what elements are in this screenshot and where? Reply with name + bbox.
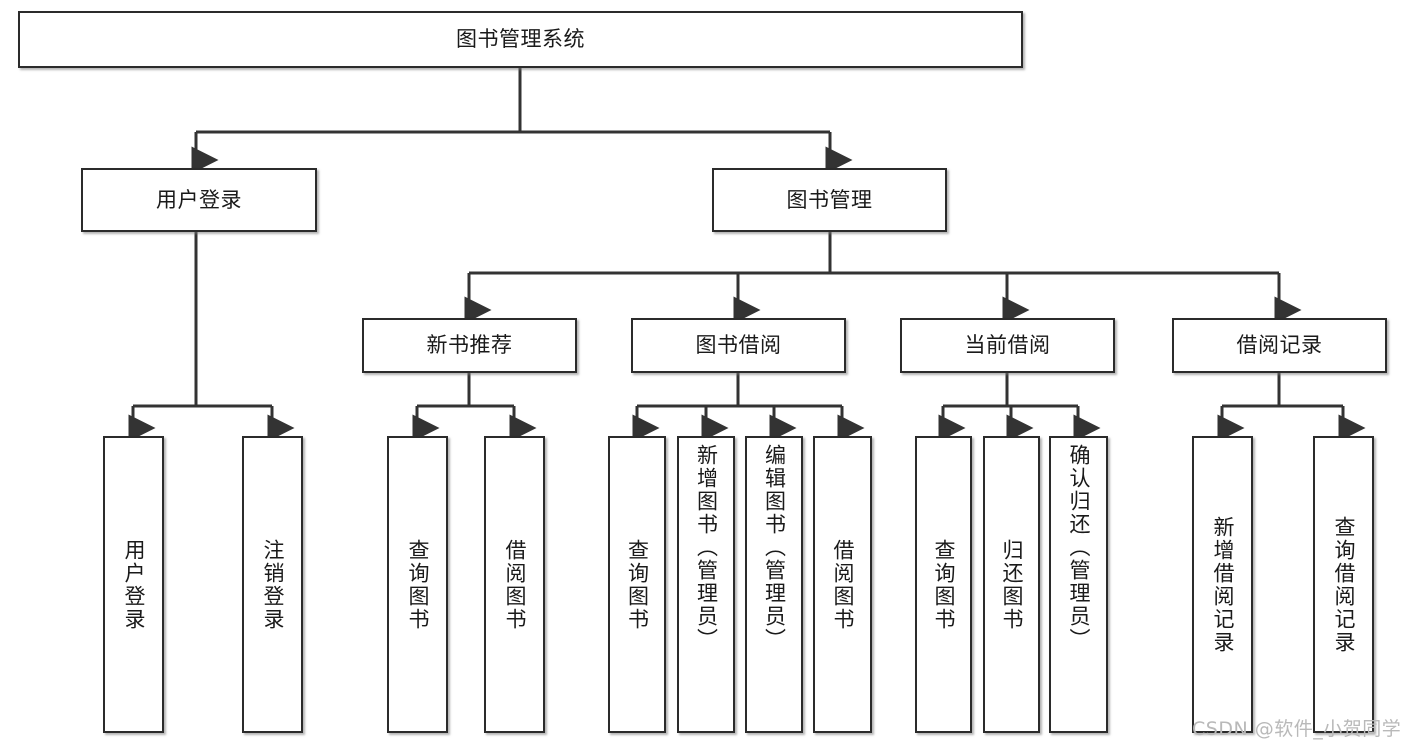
- node-leaf-query-book-borrow[interactable]: 查询图书: [608, 436, 666, 733]
- node-leaf-add-book-admin[interactable]: 新增图书（管理员）: [677, 436, 735, 733]
- node-leaf-query-book-current[interactable]: 查询图书: [915, 436, 972, 733]
- node-borrow-record[interactable]: 借阅记录: [1172, 318, 1387, 373]
- node-root-label: 图书管理系统: [456, 27, 585, 52]
- node-leaf-return-book-label: 归还图书: [999, 538, 1024, 631]
- node-leaf-query-borrow-record[interactable]: 查询借阅记录: [1313, 436, 1374, 733]
- node-leaf-edit-book-admin-label: 编辑图书（管理员）: [762, 444, 787, 651]
- node-current-borrow-label: 当前借阅: [964, 333, 1051, 358]
- node-book-borrow[interactable]: 图书借阅: [631, 318, 846, 373]
- node-leaf-query-borrow-record-label: 查询借阅记录: [1331, 515, 1356, 654]
- node-new-book-recommend[interactable]: 新书推荐: [362, 318, 577, 373]
- node-leaf-user-logout[interactable]: 注销登录: [242, 436, 303, 733]
- node-leaf-user-login[interactable]: 用户登录: [103, 436, 164, 733]
- node-root[interactable]: 图书管理系统: [18, 11, 1023, 68]
- node-leaf-confirm-return-admin[interactable]: 确认归还（管理员）: [1049, 436, 1108, 733]
- node-leaf-borrow-book-recommend-label: 借阅图书: [502, 538, 527, 631]
- node-borrow-record-label: 借阅记录: [1236, 333, 1323, 358]
- node-leaf-edit-book-admin[interactable]: 编辑图书（管理员）: [745, 436, 803, 733]
- node-leaf-add-borrow-record[interactable]: 新增借阅记录: [1192, 436, 1253, 733]
- node-book-manage[interactable]: 图书管理: [712, 168, 947, 232]
- node-user-login[interactable]: 用户登录: [81, 168, 317, 232]
- node-new-book-recommend-label: 新书推荐: [426, 333, 513, 358]
- node-leaf-borrow-book[interactable]: 借阅图书: [813, 436, 872, 733]
- node-leaf-return-book[interactable]: 归还图书: [983, 436, 1040, 733]
- node-leaf-user-logout-label: 注销登录: [260, 538, 285, 631]
- csdn-watermark: CSDN @软件_小贺同学: [1192, 718, 1402, 740]
- node-user-login-label: 用户登录: [156, 187, 242, 212]
- node-leaf-query-book-current-label: 查询图书: [931, 538, 956, 631]
- node-current-borrow[interactable]: 当前借阅: [900, 318, 1115, 373]
- node-leaf-borrow-book-label: 借阅图书: [830, 538, 855, 631]
- node-book-manage-label: 图书管理: [786, 187, 873, 212]
- node-leaf-query-book-borrow-label: 查询图书: [625, 538, 650, 631]
- node-leaf-user-login-label: 用户登录: [121, 538, 146, 631]
- node-leaf-borrow-book-recommend[interactable]: 借阅图书: [484, 436, 545, 733]
- node-leaf-add-book-admin-label: 新增图书（管理员）: [694, 444, 719, 651]
- node-leaf-query-book-recommend[interactable]: 查询图书: [387, 436, 448, 733]
- node-leaf-confirm-return-admin-label: 确认归还（管理员）: [1066, 444, 1091, 651]
- node-leaf-query-book-recommend-label: 查询图书: [405, 538, 430, 631]
- node-book-borrow-label: 图书借阅: [695, 333, 782, 358]
- node-leaf-add-borrow-record-label: 新增借阅记录: [1210, 515, 1235, 654]
